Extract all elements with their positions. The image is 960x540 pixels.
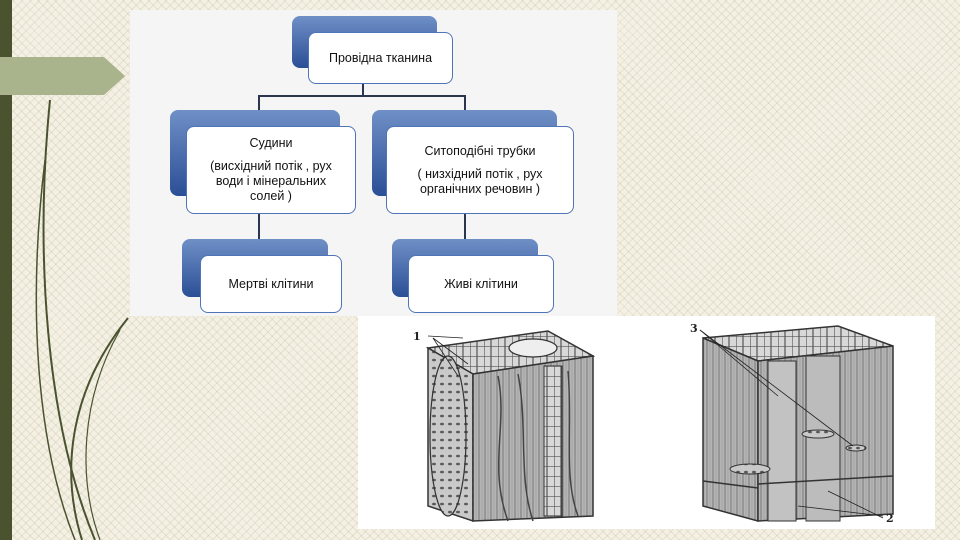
label-3: 3 — [690, 322, 698, 335]
sieve-tubes-title: Ситоподібні трубки — [425, 144, 536, 159]
tissue-drawing: 1 2 3 — [358, 316, 935, 529]
living-cells-box: Живі клітини — [408, 255, 554, 313]
root-box: Провідна тканина — [308, 32, 453, 84]
dead-cells-label: Мертві клітини — [228, 277, 313, 292]
connector-right-down — [464, 95, 466, 111]
vessels-box: Судини (висхідний потік , рух води і мін… — [186, 126, 356, 214]
vessels-title: Судини — [249, 136, 292, 151]
sieve-tubes-box: Ситоподібні трубки ( низхідний потік , р… — [386, 126, 574, 214]
connector-right-child — [464, 213, 466, 241]
living-cells-label: Живі клітини — [444, 277, 518, 292]
connector-left-child — [258, 213, 260, 241]
connector-left-down — [258, 95, 260, 111]
dead-cells-box: Мертві клітини — [200, 255, 342, 313]
label-1: 1 — [413, 330, 421, 343]
hierarchy-diagram: Провідна тканина Судини (висхідний потік… — [130, 10, 617, 316]
tissue-illustration: 1 2 3 — [358, 316, 935, 529]
phloem-block — [703, 326, 893, 521]
connector-horizontal — [258, 95, 466, 97]
label-2: 2 — [886, 512, 894, 525]
sieve-tubes-description: ( низхідний потік , рух органічних речов… — [399, 167, 561, 197]
swirl-decoration — [0, 0, 140, 540]
xylem-block — [428, 331, 593, 521]
root-label: Провідна тканина — [329, 51, 432, 66]
vessels-description: (висхідний потік , рух води і мінеральни… — [197, 159, 345, 204]
